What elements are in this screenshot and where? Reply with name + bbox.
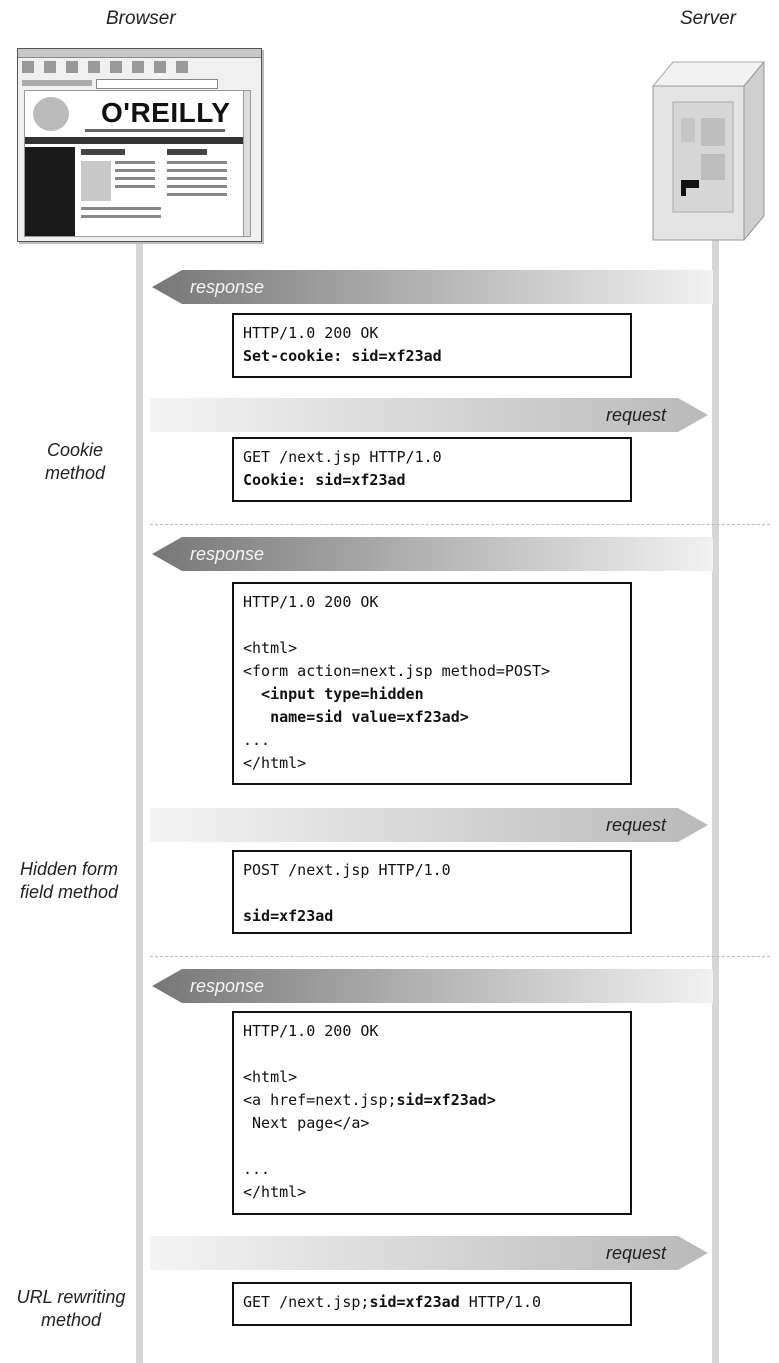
browser-column-label: Browser: [106, 8, 176, 29]
response-arrow: response: [152, 969, 713, 1003]
message-text: GET /next.jsp HTTP/1.0: [243, 448, 442, 466]
message-line: HTTP/1.0 200 OK: [243, 322, 621, 345]
message-line: Cookie: sid=xf23ad: [243, 469, 621, 492]
request-arrow-label: request: [605, 815, 666, 835]
message-text-bold: Set-cookie: sid=xf23ad: [243, 347, 442, 365]
message-line: <html>: [243, 1066, 621, 1089]
message-text: ...: [243, 1160, 271, 1178]
message-text: <html>: [243, 1068, 298, 1086]
request-arrow-label: request: [605, 1243, 666, 1263]
method-label-line: Hidden form: [19, 859, 119, 879]
http-message-box: GET /next.jsp;sid=xf23ad HTTP/1.0: [232, 1282, 632, 1326]
method-label-url-rewriting: URL rewriting method: [6, 1286, 136, 1332]
message-line: GET /next.jsp;sid=xf23ad HTTP/1.0: [243, 1291, 621, 1314]
request-arrow: request: [150, 1236, 708, 1270]
message-line: name=sid value=xf23ad>: [243, 706, 621, 729]
message-text: HTTP/1.0 200 OK: [243, 1022, 379, 1040]
message-line: <html>: [243, 637, 621, 660]
request-arrow: request: [150, 808, 708, 842]
server-cabinet-illustration: [651, 60, 766, 241]
message-text-bold: name=sid value=xf23ad>: [243, 708, 469, 726]
browser-lifeline: [136, 238, 143, 1363]
http-message-box: HTTP/1.0 200 OK Set-cookie: sid=xf23ad: [232, 313, 632, 378]
message-line: Next page</a>: [243, 1112, 621, 1135]
message-line: </html>: [243, 752, 621, 775]
request-arrow: request: [150, 398, 708, 432]
message-text-bold: sid=xf23ad: [369, 1293, 460, 1311]
message-text: ...: [243, 731, 271, 749]
message-line: POST /next.jsp HTTP/1.0: [243, 859, 621, 882]
message-text-bold: Cookie: sid=xf23ad: [243, 471, 406, 489]
message-line: <form action=next.jsp method=POST>: [243, 660, 621, 683]
oreilly-logo: O'REILLY: [101, 97, 231, 128]
message-text: <html>: [243, 639, 298, 657]
message-text: POST /next.jsp HTTP/1.0: [243, 861, 451, 879]
message-line: Set-cookie: sid=xf23ad: [243, 345, 621, 368]
method-label-line: method: [40, 1310, 102, 1330]
message-text: Next page</a>: [243, 1114, 370, 1132]
server-column-label: Server: [680, 8, 736, 29]
response-arrow-label: response: [190, 277, 265, 297]
method-label-line: field method: [19, 882, 119, 902]
message-line: [243, 1043, 621, 1066]
response-arrow-label: response: [190, 976, 265, 996]
method-label-hidden-form-field: Hidden form field method: [4, 858, 134, 904]
message-line: ...: [243, 729, 621, 752]
http-message-box: POST /next.jsp HTTP/1.0 sid=xf23ad: [232, 850, 632, 934]
message-line: [243, 882, 621, 905]
section-divider: [150, 524, 770, 525]
message-line: <input type=hidden: [243, 683, 621, 706]
message-text: </html>: [243, 1183, 307, 1201]
http-message-box: HTTP/1.0 200 OK <html> <a href=next.jsp;si…: [232, 1011, 632, 1215]
message-line: ...: [243, 1158, 621, 1181]
http-message-box: HTTP/1.0 200 OK <html> <form action=next.j…: [232, 582, 632, 785]
message-text-bold: <input type=hidden: [243, 685, 424, 703]
browser-window-illustration: O'REILLY: [17, 48, 262, 242]
method-label-cookie: Cookie method: [10, 439, 140, 485]
message-line: <a href=next.jsp;sid=xf23ad>: [243, 1089, 621, 1112]
message-line: [243, 1135, 621, 1158]
message-line: </html>: [243, 1181, 621, 1204]
method-label-line: URL rewriting: [16, 1287, 126, 1307]
message-text: GET /next.jsp;: [243, 1293, 370, 1311]
message-line: sid=xf23ad: [243, 905, 621, 928]
message-line: [243, 614, 621, 637]
message-text: </html>: [243, 754, 307, 772]
message-text-bold: sid=xf23ad: [243, 907, 334, 925]
message-text: HTTP/1.0 200 OK: [243, 324, 379, 342]
message-text: HTTP/1.0 200 OK: [243, 593, 379, 611]
message-line: HTTP/1.0 200 OK: [243, 1020, 621, 1043]
message-text: <form action=next.jsp method=POST>: [243, 662, 551, 680]
message-text: <a href=next.jsp;: [243, 1091, 397, 1109]
method-label-line: Cookie: [46, 440, 104, 460]
server-lifeline: [712, 240, 719, 1363]
section-divider: [150, 956, 770, 957]
response-arrow-label: response: [190, 544, 265, 564]
method-label-line: method: [44, 463, 106, 483]
response-arrow: response: [152, 270, 713, 304]
message-line: GET /next.jsp HTTP/1.0: [243, 446, 621, 469]
message-line: HTTP/1.0 200 OK: [243, 591, 621, 614]
message-text-bold: sid=xf23ad>: [396, 1091, 496, 1109]
request-arrow-label: request: [605, 405, 666, 425]
message-text: HTTP/1.0: [459, 1293, 542, 1311]
response-arrow: response: [152, 537, 713, 571]
